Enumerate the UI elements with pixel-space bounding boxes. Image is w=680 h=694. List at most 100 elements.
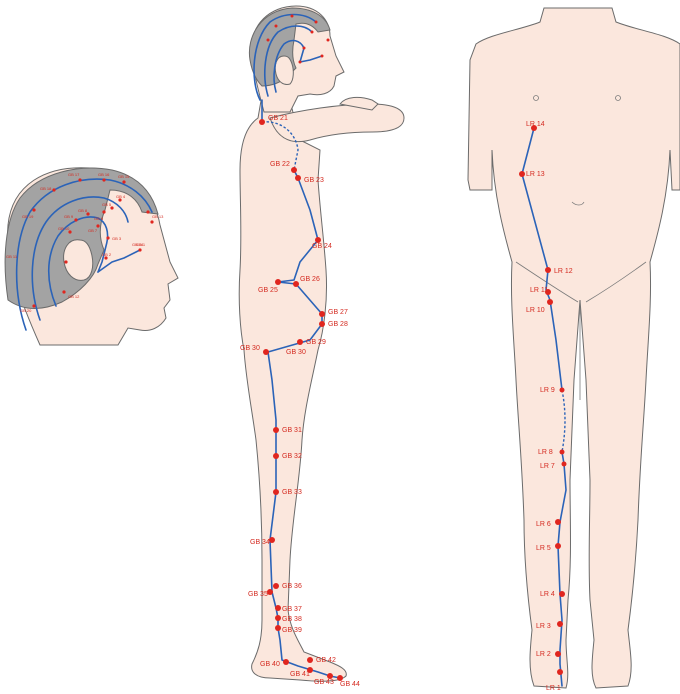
label-lr3: LR 3 xyxy=(536,623,551,630)
side-head-point xyxy=(267,39,270,42)
label-gb4: GB 4 xyxy=(116,194,126,199)
point-lr5 xyxy=(555,543,561,549)
label-gb14: GB 14 xyxy=(132,242,144,247)
point-gb3 xyxy=(106,236,109,239)
label-gb43: GB 43 xyxy=(314,679,334,686)
label-lr5: LR 5 xyxy=(536,545,551,552)
label-lr1: LR 1 xyxy=(546,685,561,692)
point-gb6 xyxy=(102,210,105,213)
label-gb41: GB 41 xyxy=(290,671,310,678)
point-gb11 xyxy=(64,260,67,263)
label-gb16: GB 16 xyxy=(98,172,110,177)
label-gb35: GB 35 xyxy=(248,591,268,598)
point-lr9 xyxy=(560,388,565,393)
point-gb26 xyxy=(293,281,299,287)
point-lr1 xyxy=(557,669,563,675)
point-gb28 xyxy=(319,321,325,327)
label-gb37: GB 37 xyxy=(282,606,302,613)
label-gb21: GB 21 xyxy=(268,115,288,122)
label-lr9: LR 9 xyxy=(540,387,555,394)
label-gb9: GB 9 xyxy=(64,214,74,219)
label-lr7: LR 7 xyxy=(540,463,555,470)
label-gb19: GB 19 xyxy=(22,214,34,219)
point-gb37 xyxy=(275,605,281,611)
point-lr2 xyxy=(555,651,561,657)
label-gb18: GB 18 xyxy=(40,186,52,191)
label-gb6: GB 6 xyxy=(94,216,104,221)
label-gb2: GB 2 xyxy=(102,252,112,257)
side-head-point xyxy=(299,61,302,64)
label-gb17: GB 17 xyxy=(68,172,80,177)
label-gb33: GB 33 xyxy=(282,489,302,496)
label-gb40: GB 40 xyxy=(260,661,280,668)
label-lr11: LR 11 xyxy=(530,287,548,294)
label-gb7: GB 7 xyxy=(88,228,98,233)
point-gb34 xyxy=(269,537,275,543)
side-head-point xyxy=(275,25,278,28)
label-gb36: GB 36 xyxy=(282,583,302,590)
point-lr6 xyxy=(555,519,561,525)
point-gb40 xyxy=(283,659,289,665)
point-gb31 xyxy=(273,427,279,433)
point-gb38 xyxy=(275,615,281,621)
point-gb30 xyxy=(263,349,269,355)
point-gb14 xyxy=(150,220,153,223)
point-lr10 xyxy=(547,299,553,305)
label-lr14: LR 14 xyxy=(526,121,545,128)
label-gb3: GB 3 xyxy=(112,236,122,241)
label-gb44: GB 44 xyxy=(340,681,360,688)
point-gb42 xyxy=(307,657,313,663)
label-gb20: GB 20 xyxy=(20,308,32,313)
point-gb20 xyxy=(32,304,35,307)
point-lr13 xyxy=(519,171,525,177)
label-gb28: GB 28 xyxy=(328,321,348,328)
front-figure: LR 14 LR 13 LR 12 LR 11 LR 10 LR 9 LR 8 … xyxy=(468,8,680,692)
side-head-point xyxy=(311,31,314,34)
point-gb27 xyxy=(319,311,325,317)
label-gb15: GB 15 xyxy=(118,174,130,179)
side-figure: GB 21 GB 22 GB 23 GB 24 GB 25 GB 26 GB 2… xyxy=(239,6,404,688)
point-gb25 xyxy=(275,279,281,285)
point-gb9 xyxy=(74,218,77,221)
label-gb29: GB 29 xyxy=(306,339,326,346)
head-detail: GB 1 GB 2 GB 3 GB 4 GB 5 GB 6 GB 7 GB 8 … xyxy=(5,168,178,345)
label-gb11: GB 11 xyxy=(6,254,18,259)
label-gb10: GB 10 xyxy=(58,226,70,231)
label-gb26: GB 26 xyxy=(300,276,320,283)
label-lr8: LR 8 xyxy=(538,449,553,456)
point-lr8 xyxy=(560,450,565,455)
label-gb12: GB 12 xyxy=(68,294,80,299)
point-gb36 xyxy=(273,583,279,589)
label-lr2: LR 2 xyxy=(536,651,551,658)
label-gb23: GB 23 xyxy=(304,177,324,184)
label-gb30-left: GB 30 xyxy=(240,345,260,352)
label-lr12: LR 12 xyxy=(554,268,573,275)
label-gb13: GB 13 xyxy=(152,214,164,219)
label-lr10: LR 10 xyxy=(526,307,545,314)
side-head-point xyxy=(315,21,318,24)
point-lr7 xyxy=(562,462,567,467)
point-gb19 xyxy=(32,208,35,211)
side-head-point xyxy=(291,15,294,18)
label-gb39: GB 39 xyxy=(282,627,302,634)
label-gb32: GB 32 xyxy=(282,453,302,460)
point-gb22 xyxy=(291,167,297,173)
label-gb8: GB 8 xyxy=(78,208,88,213)
point-gb15 xyxy=(122,180,125,183)
point-gb32 xyxy=(273,453,279,459)
label-lr13: LR 13 xyxy=(526,171,545,178)
label-gb42: GB 42 xyxy=(316,657,336,664)
point-gb39 xyxy=(275,625,281,631)
label-gb31: GB 31 xyxy=(282,427,302,434)
label-gb27: GB 27 xyxy=(328,309,348,316)
point-gb13 xyxy=(146,210,149,213)
point-gb17 xyxy=(78,178,81,181)
label-gb22: GB 22 xyxy=(270,161,290,168)
point-gb18 xyxy=(52,188,55,191)
point-lr3 xyxy=(557,621,563,627)
point-gb23 xyxy=(295,175,301,181)
label-gb5: GB 5 xyxy=(102,202,112,207)
point-gb16 xyxy=(102,178,105,181)
point-lr12 xyxy=(545,267,551,273)
point-gb12 xyxy=(62,290,65,293)
